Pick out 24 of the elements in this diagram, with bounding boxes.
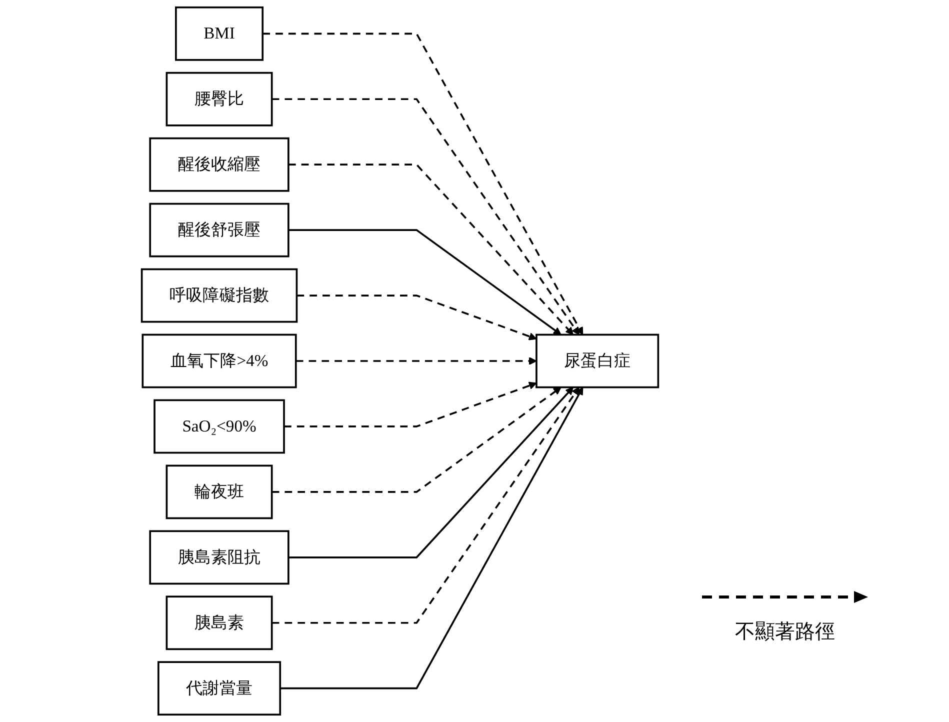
arrow bbox=[296, 294, 537, 340]
node-box: 醒後舒張壓 bbox=[149, 202, 290, 258]
arrow bbox=[272, 386, 562, 493]
node-box: 腰臀比 bbox=[166, 72, 273, 126]
node-box: 胰島素 bbox=[166, 596, 273, 650]
arrow bbox=[296, 356, 537, 366]
node-box: 代謝當量 bbox=[157, 661, 282, 716]
node-box: 胰島素阻抗 bbox=[149, 530, 290, 585]
arrow bbox=[280, 386, 584, 690]
node-box: BMI bbox=[175, 6, 264, 61]
arrow bbox=[272, 98, 580, 336]
node-box: 血氧下降>4% bbox=[142, 334, 297, 388]
arrow bbox=[288, 386, 574, 558]
arrow bbox=[284, 382, 537, 428]
arrow bbox=[272, 386, 580, 624]
legend-text: 不顯著路徑 bbox=[735, 620, 835, 645]
arrow bbox=[262, 32, 584, 336]
node-box: SaO₂<90% bbox=[154, 399, 285, 454]
arrow bbox=[288, 164, 574, 336]
node-box: 醒後收縮壓 bbox=[149, 137, 290, 192]
node-box: 呼吸障礙指數 bbox=[140, 268, 298, 323]
node-box: 輪夜班 bbox=[166, 464, 273, 520]
node-box: 尿蛋白症 bbox=[536, 334, 660, 388]
arrow bbox=[288, 229, 562, 336]
